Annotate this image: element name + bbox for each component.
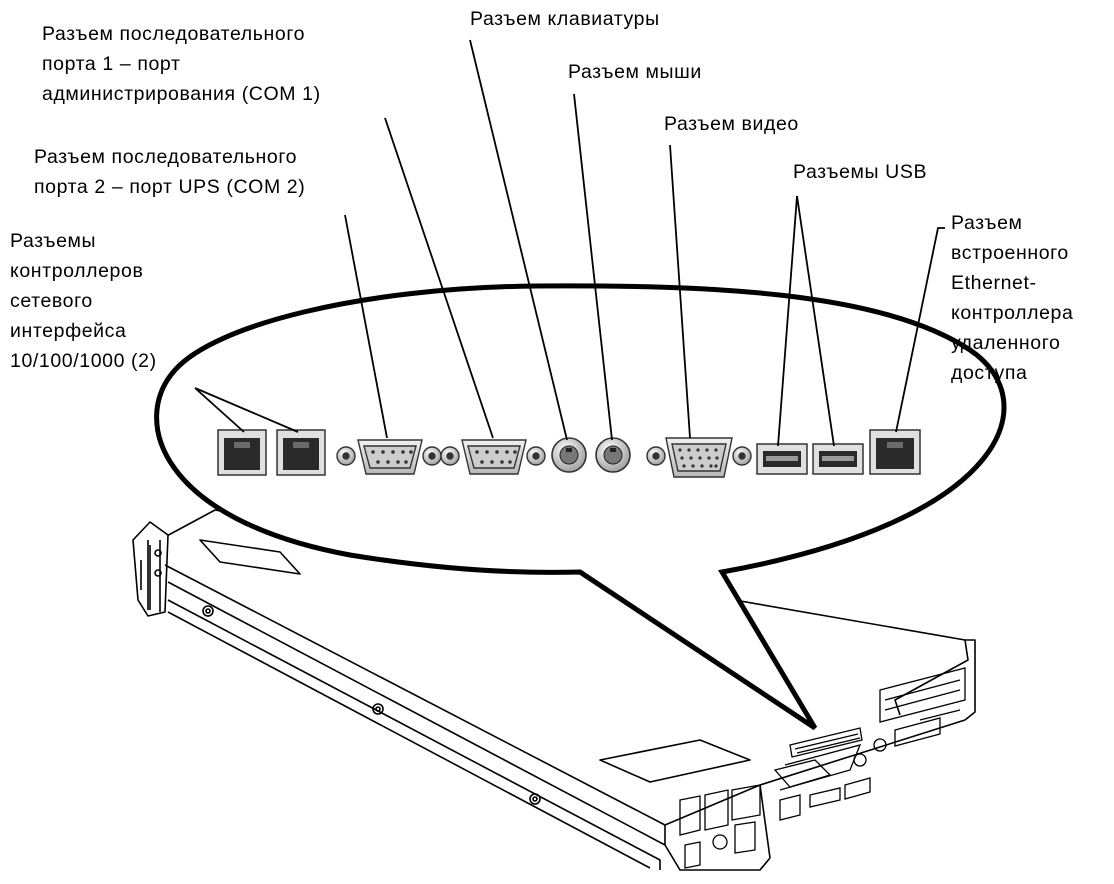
label-line: доступа	[951, 358, 1073, 388]
label-line: сетевого	[10, 286, 157, 316]
label-line: Разъемы	[10, 226, 157, 256]
label-remote-access-nic: Разъем встроенного Ethernet- контроллера…	[951, 208, 1073, 388]
label-serial-port-2: Разъем последовательного порта 2 – порт …	[34, 142, 305, 202]
label-line: встроенного	[951, 238, 1073, 268]
label-video-port: Разъем видео	[664, 109, 799, 139]
label-line: Разъем мыши	[568, 57, 702, 87]
label-usb-ports: Разъемы USB	[793, 157, 927, 187]
label-line: контроллеров	[10, 256, 157, 286]
label-line: Разъем	[951, 208, 1073, 238]
nic-port-2	[277, 430, 325, 475]
label-line: Разъемы USB	[793, 157, 927, 187]
label-line: контроллера	[951, 298, 1073, 328]
label-serial-port-1: Разъем последовательного порта 1 – порт …	[42, 19, 321, 109]
label-line: порта 1 – порт	[42, 49, 321, 79]
label-line: Разъем последовательного	[42, 19, 321, 49]
label-keyboard-port: Разъем клавиатуры	[470, 4, 660, 34]
label-mouse-port: Разъем мыши	[568, 57, 702, 87]
usb-port-2	[813, 444, 863, 474]
label-line: интерфейса	[10, 316, 157, 346]
label-line: Разъем видео	[664, 109, 799, 139]
label-line: порта 2 – порт UPS (COM 2)	[34, 172, 305, 202]
keyboard-ps2-port	[552, 438, 586, 472]
usb-port-1	[757, 444, 807, 474]
label-line: 10/100/1000 (2)	[10, 346, 157, 376]
remote-access-nic-port	[870, 430, 920, 474]
mouse-ps2-port	[596, 438, 630, 472]
label-nic-ports: Разъемы контроллеров сетевого интерфейса…	[10, 226, 157, 376]
label-line: Разъем клавиатуры	[470, 4, 660, 34]
label-line: администрирования (COM 1)	[42, 79, 321, 109]
label-line: удаленного	[951, 328, 1073, 358]
label-line: Ethernet-	[951, 268, 1073, 298]
nic-port-1	[218, 430, 266, 475]
server-back-panel	[680, 668, 965, 868]
label-line: Разъем последовательного	[34, 142, 305, 172]
